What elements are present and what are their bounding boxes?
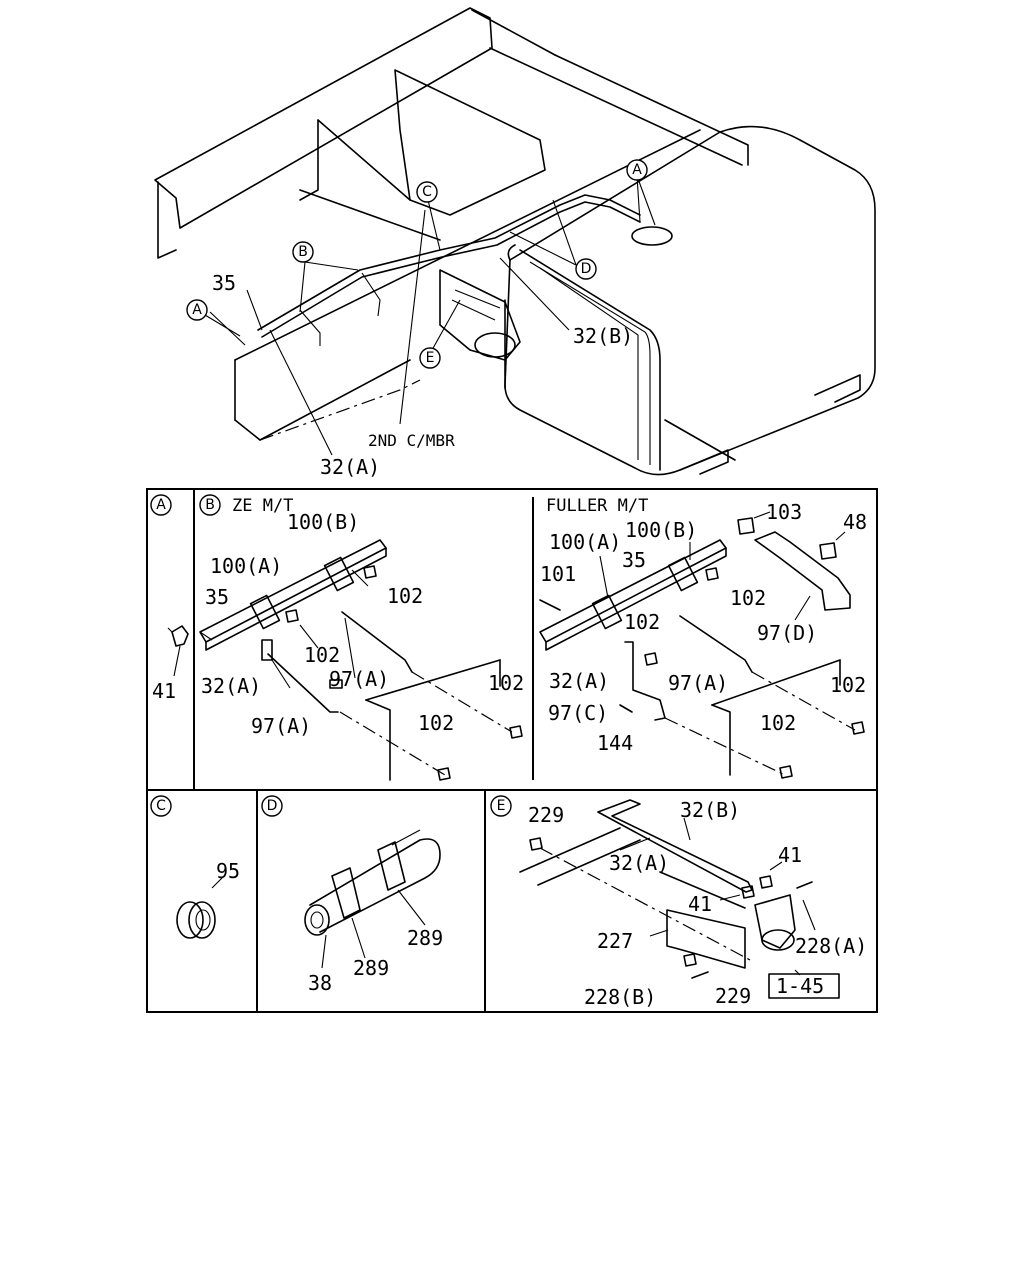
fuller-label-97c: 97(C) bbox=[548, 701, 608, 725]
fuller-label-102-c: 102 bbox=[830, 673, 866, 697]
main-illustration bbox=[154, 7, 876, 476]
panel-e-callout: E bbox=[497, 798, 506, 814]
e-label-228b: 228(B) bbox=[584, 985, 656, 1009]
panel-d: D 38 289 289 bbox=[261, 795, 443, 995]
e-label-41-b: 41 bbox=[688, 892, 712, 916]
label-part-32b: 32(B) bbox=[573, 324, 633, 348]
callout-letter: D bbox=[581, 261, 592, 277]
ze-label-102-a: 102 bbox=[387, 584, 423, 608]
label-part-35: 35 bbox=[212, 271, 236, 295]
panel-e: E 229 32(B) 41 32(A) 41 227 228(A) 228(B… bbox=[490, 795, 867, 1009]
ze-label-97a-lower: 97(A) bbox=[251, 714, 311, 738]
fuller-label-97d: 97(D) bbox=[757, 621, 817, 645]
ze-label-100a: 100(A) bbox=[210, 554, 282, 578]
detail-grid bbox=[146, 488, 878, 1013]
panel-b-callout: B bbox=[205, 497, 215, 513]
label-part-38: 38 bbox=[308, 971, 332, 995]
fuller-label-100a: 100(A) bbox=[549, 530, 621, 554]
ze-label-97a-upper: 97(A) bbox=[329, 667, 389, 691]
main-callout-b: B bbox=[292, 241, 314, 263]
callout-letter: C bbox=[422, 184, 432, 200]
ze-label-32a: 32(A) bbox=[201, 674, 261, 698]
ze-label-35: 35 bbox=[205, 585, 229, 609]
ze-drawing bbox=[199, 539, 523, 781]
label-2nd-cross-member: 2ND C/MBR bbox=[368, 431, 455, 450]
ze-label-102-d: 102 bbox=[418, 711, 454, 735]
ze-label-102-b: 102 bbox=[304, 643, 340, 667]
label-part-32a: 32(A) bbox=[320, 455, 380, 479]
panel-a: A 41 bbox=[150, 494, 189, 703]
panel-d-callout: D bbox=[267, 798, 278, 814]
e-label-229-bottom: 229 bbox=[715, 984, 751, 1008]
label-part-289-a: 289 bbox=[353, 956, 389, 980]
fuller-label-100b: 100(B) bbox=[625, 518, 697, 542]
e-label-32a: 32(A) bbox=[609, 851, 669, 875]
callout-letter: A bbox=[192, 302, 202, 318]
label-part-289-b: 289 bbox=[407, 926, 443, 950]
fuller-label-102-b: 102 bbox=[624, 610, 660, 634]
main-callout-e: E bbox=[419, 347, 441, 369]
label-part-41: 41 bbox=[152, 679, 176, 703]
main-callout-d: D bbox=[575, 258, 597, 280]
main-callout-a-top: A bbox=[626, 159, 648, 181]
fuller-mt-title: FULLER M/T bbox=[546, 496, 648, 516]
fuller-label-101: 101 bbox=[540, 562, 576, 586]
main-callout-a-left: A bbox=[186, 299, 208, 321]
fuller-label-103: 103 bbox=[766, 500, 802, 524]
e-label-228a: 228(A) bbox=[795, 934, 867, 958]
ze-mt-title: ZE M/T bbox=[232, 496, 293, 516]
panel-c-callout: C bbox=[156, 798, 166, 814]
ze-label-100b: 100(B) bbox=[287, 510, 359, 534]
fuller-label-32a: 32(A) bbox=[549, 669, 609, 693]
e-label-229-top: 229 bbox=[528, 803, 564, 827]
fuller-label-48: 48 bbox=[843, 510, 867, 534]
fuller-label-97a: 97(A) bbox=[668, 671, 728, 695]
label-part-95: 95 bbox=[216, 859, 240, 883]
fuller-drawing bbox=[539, 511, 865, 779]
panel-c: C 95 bbox=[150, 795, 240, 939]
e-label-41-a: 41 bbox=[778, 843, 802, 867]
main-callout-c: C bbox=[416, 181, 438, 203]
panel-a-callout: A bbox=[156, 497, 166, 513]
fuller-label-102-d: 102 bbox=[760, 711, 796, 735]
e-label-32b: 32(B) bbox=[680, 798, 740, 822]
panel-b: B ZE M/T FULLER M/T bbox=[199, 494, 867, 781]
e-reference-box: 1-45 bbox=[776, 974, 824, 998]
ze-label-102-c: 102 bbox=[488, 671, 524, 695]
fuller-label-102-a: 102 bbox=[730, 586, 766, 610]
callout-letter: E bbox=[426, 350, 435, 366]
callout-letter: B bbox=[298, 244, 308, 260]
callout-letter: A bbox=[632, 162, 642, 178]
e-label-227: 227 bbox=[597, 929, 633, 953]
fuller-label-35: 35 bbox=[622, 548, 646, 572]
fuller-label-144: 144 bbox=[597, 731, 633, 755]
